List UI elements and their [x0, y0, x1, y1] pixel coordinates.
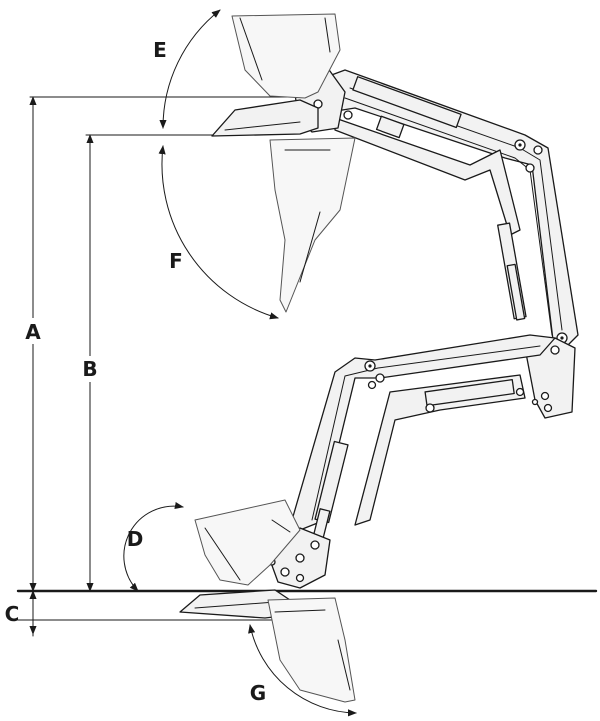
angle-label-f: F — [169, 249, 183, 273]
bucket-rolled-back-upper — [231, 13, 341, 99]
bucket-dumped-lower — [194, 499, 301, 586]
bucket-rolled-back-lower — [267, 597, 356, 703]
dimension-c: C — [5, 590, 291, 637]
dimension-label-c: C — [5, 602, 20, 626]
loader-boom-lowered — [291, 334, 556, 551]
dimension-b: B — [76, 134, 216, 592]
loader-tower — [524, 337, 576, 419]
dimension-label-b: B — [82, 357, 97, 381]
angle-f: F — [158, 145, 279, 320]
bucket-dumped-upper — [269, 137, 356, 313]
angle-label-d: D — [127, 527, 144, 551]
loader-boom-raised — [317, 69, 579, 350]
bucket-level-upper — [211, 99, 319, 137]
angle-e: E — [153, 9, 221, 129]
angle-d: D — [123, 501, 184, 592]
angle-label-g: G — [250, 681, 266, 705]
dimension-label-a: A — [25, 320, 41, 344]
angle-label-e: E — [153, 38, 167, 62]
angle-g: G — [248, 624, 357, 717]
dimension-a: A — [18, 96, 319, 592]
